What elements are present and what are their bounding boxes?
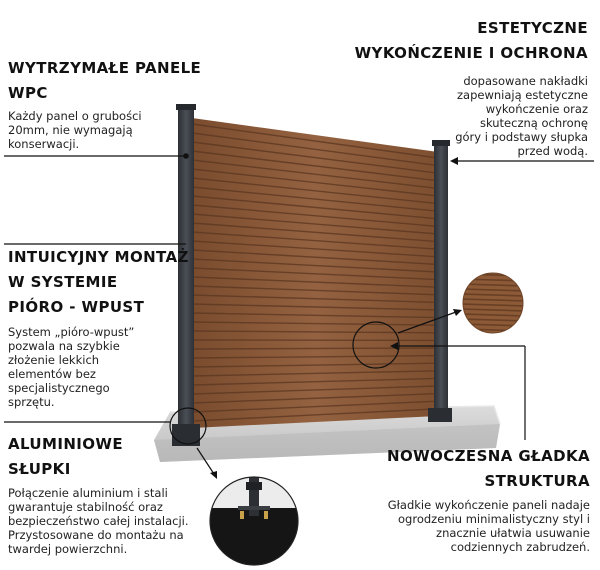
feature-panels-title: WYTRZYMAŁE PANELE WPC <box>8 59 202 102</box>
feature-posts-description: Połączenie aluminium i stali gwarantuje … <box>8 486 189 556</box>
leader-lines <box>4 153 594 479</box>
feature-posts-title: ALUMINIOWE SŁUPKI <box>8 435 123 478</box>
wpc-panel <box>192 118 438 428</box>
feature-finish-title: ESTETYCZNE WYKOŃCZENIE I OCHRONA <box>354 19 588 62</box>
post-highlight-circle <box>169 407 207 445</box>
feature-finish: ESTETYCZNE WYKOŃCZENIE I OCHRONA dopasow… <box>348 16 588 158</box>
feature-panels: WYTRZYMAŁE PANELE WPC Każdy panel o grub… <box>8 56 202 151</box>
feature-mounting: INTUICYJNY MONTAŻ W SYSTEMIE PIÓRO - WPU… <box>8 245 190 409</box>
feature-panels-description: Każdy panel o grubości 20mm, nie wymagaj… <box>8 109 142 151</box>
feature-texture-title: NOWOCZESNA GŁADKA STRUKTURA <box>387 447 590 490</box>
feature-texture: NOWOCZESNA GŁADKA STRUKTURA Gładkie wyko… <box>350 444 590 554</box>
feature-posts: ALUMINIOWE SŁUPKI Połączenie aluminium i… <box>8 432 213 556</box>
post-detail-inset <box>209 476 299 566</box>
feature-mounting-title: INTUICYJNY MONTAŻ W SYSTEMIE PIÓRO - WPU… <box>8 248 189 316</box>
texture-swatch <box>462 272 524 334</box>
feature-finish-description: dopasowane nakładki zapewniają estetyczn… <box>455 74 588 158</box>
aluminium-posts <box>172 104 452 446</box>
feature-texture-description: Gładkie wykończenie paneli nadaje ogrodz… <box>387 498 590 554</box>
feature-mounting-description: System „pióro-wpust” pozwala na szybkie … <box>8 325 135 409</box>
texture-highlight-circle <box>352 321 400 369</box>
